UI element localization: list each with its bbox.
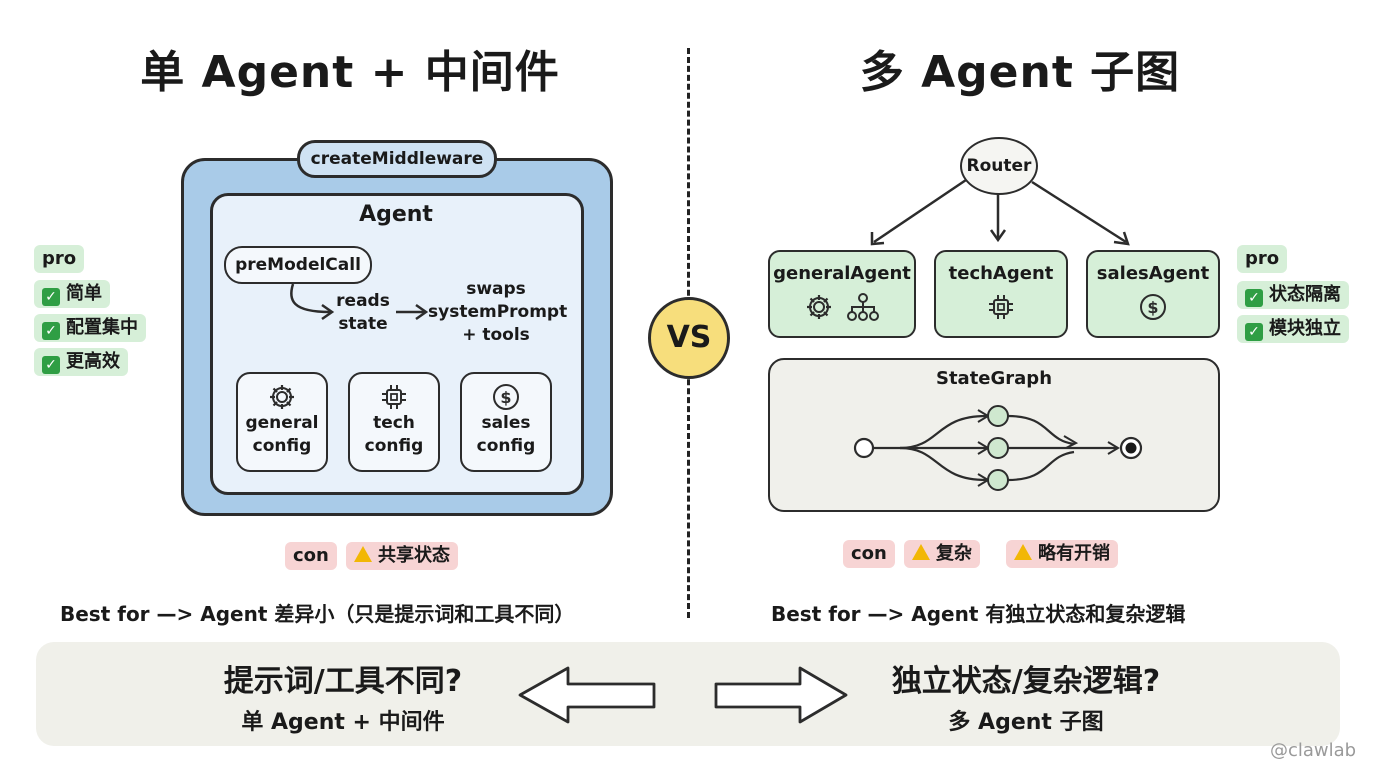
agent-icons xyxy=(770,292,914,326)
vs-badge: VS xyxy=(648,297,730,379)
left-arrow-icon xyxy=(518,666,656,724)
left-title: 单 Agent + 中间件 xyxy=(140,47,560,98)
config-line2: config xyxy=(252,436,312,456)
hierarchy-icon xyxy=(846,293,879,321)
left-con-label: con xyxy=(285,542,337,570)
right-best-for: Best for —> Agent 有独立状态和复杂逻辑 xyxy=(771,602,1186,626)
right-con-item: 复杂 xyxy=(904,540,980,568)
right-answer: 多 Agent 子图 xyxy=(948,710,1104,735)
check-icon: ✓ xyxy=(1245,289,1263,307)
gear-icon xyxy=(807,295,832,319)
reads-state-text: reads state xyxy=(330,290,396,336)
right-pro-label: pro xyxy=(1237,245,1288,273)
systemprompt-line: systemPrompt xyxy=(428,302,568,322)
general-agent-box: generalAgent xyxy=(768,250,916,338)
config-line1: tech xyxy=(373,413,415,433)
agent-label: salesAgent xyxy=(1096,263,1210,284)
left-pro-item: ✓简单 xyxy=(34,280,110,308)
config-line2: config xyxy=(476,436,536,456)
tech-config-card: tech config xyxy=(348,372,440,472)
right-title: 多 Agent 子图 xyxy=(859,47,1181,98)
right-pro-item: ✓状态隔离 xyxy=(1237,281,1349,309)
general-config-card: general config xyxy=(236,372,328,472)
swaps-text: swaps systemPrompt + tools xyxy=(428,278,568,347)
router-node: Router xyxy=(960,137,1038,195)
left-question: 提示词/工具不同? xyxy=(223,664,463,699)
dollar-icon: $ xyxy=(1140,294,1166,320)
config-line2: config xyxy=(364,436,424,456)
left-pro-item: ✓配置集中 xyxy=(34,314,146,342)
agent-label: techAgent xyxy=(948,263,1054,284)
left-best-for: Best for —> Agent 差异小（只是提示词和工具不同） xyxy=(60,602,575,626)
agent-icons: $ xyxy=(1088,292,1218,326)
sales-config-card: $ sales config xyxy=(460,372,552,472)
warning-icon xyxy=(912,544,930,560)
left-pro-label: pro xyxy=(34,245,85,273)
right-pro-item: ✓模块独立 xyxy=(1237,315,1349,343)
reads-line: reads xyxy=(336,291,390,311)
premodelcall-hook: preModelCall xyxy=(224,246,372,284)
config-line1: sales xyxy=(481,413,531,433)
warning-icon xyxy=(1014,544,1032,560)
check-icon: ✓ xyxy=(42,356,60,374)
middleware-label: createMiddleware xyxy=(297,140,497,178)
left-con-item: 共享状态 xyxy=(346,542,458,570)
check-icon: ✓ xyxy=(42,288,60,306)
sales-agent-box: salesAgent $ xyxy=(1086,250,1220,338)
right-con-label: con xyxy=(843,540,895,568)
decision-bar xyxy=(36,642,1340,746)
agent-label: generalAgent xyxy=(773,263,911,284)
svg-text:$: $ xyxy=(1147,298,1158,317)
svg-text:$: $ xyxy=(500,388,511,407)
dollar-icon: $ xyxy=(462,382,550,412)
right-arrow-icon xyxy=(714,666,848,724)
swaps-line: swaps xyxy=(466,279,526,299)
right-con-item: 略有开销 xyxy=(1006,540,1118,568)
stategraph-label: StateGraph xyxy=(935,368,1053,389)
warning-icon xyxy=(354,546,372,562)
tools-line: + tools xyxy=(462,325,530,345)
agent-label: Agent xyxy=(359,202,433,227)
tech-agent-box: techAgent xyxy=(934,250,1068,338)
chip-icon xyxy=(989,295,1013,319)
right-question: 独立状态/复杂逻辑? xyxy=(891,664,1161,699)
state-line: state xyxy=(338,314,388,334)
gear-icon xyxy=(238,382,326,412)
watermark: @clawlab xyxy=(1270,740,1357,761)
left-answer: 单 Agent + 中间件 xyxy=(241,710,445,735)
check-icon: ✓ xyxy=(42,322,60,340)
agent-icons xyxy=(936,292,1066,326)
config-line1: general xyxy=(245,413,319,433)
chip-icon xyxy=(350,382,438,412)
left-pro-item: ✓更高效 xyxy=(34,348,128,376)
check-icon: ✓ xyxy=(1245,323,1263,341)
